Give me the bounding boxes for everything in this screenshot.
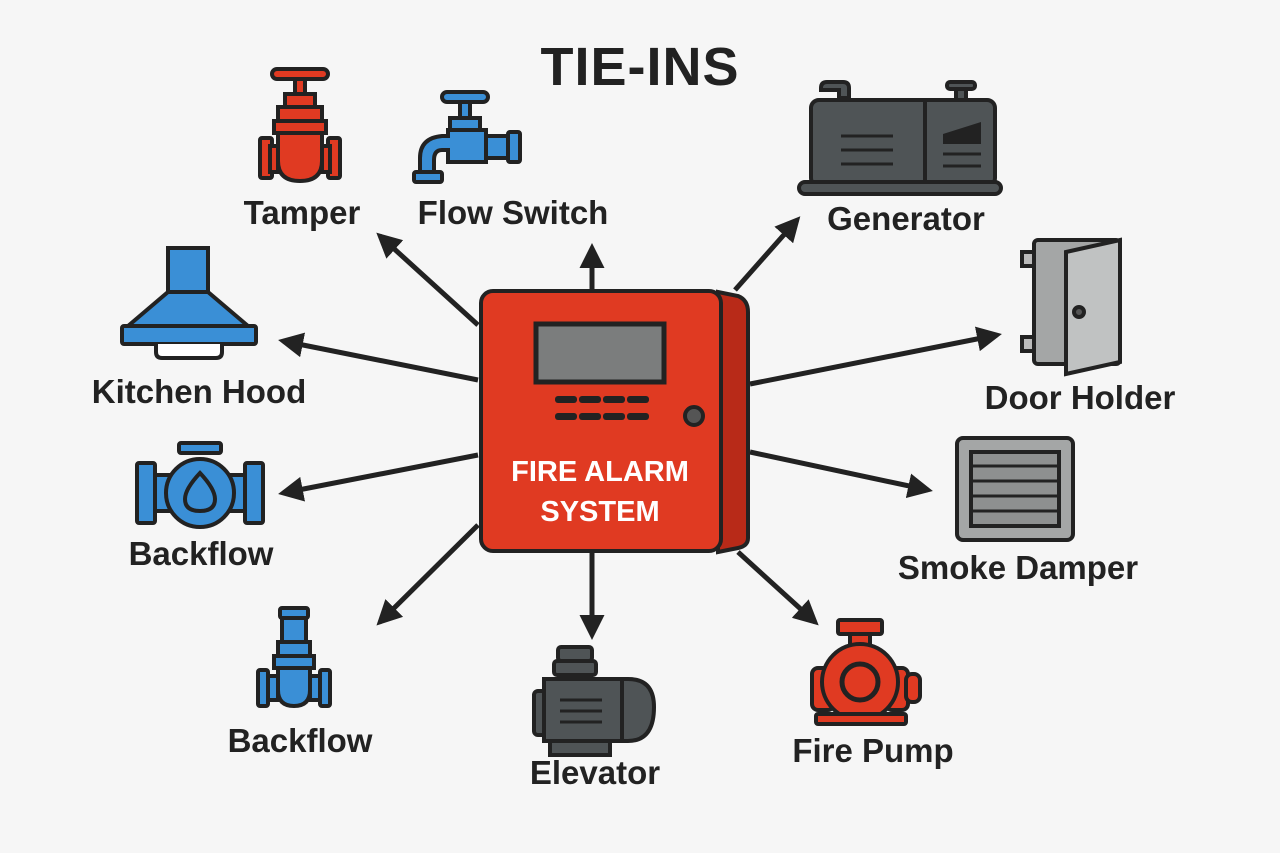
arrow-door-holder	[749, 326, 1002, 387]
panel-label-line1: FIRE ALARM	[511, 456, 689, 488]
label-generator: Generator	[827, 200, 985, 237]
label-backflow-1: Backflow	[128, 535, 274, 572]
label-kitchen-hood: Kitchen Hood	[91, 373, 307, 410]
arrow-backflow-1	[278, 452, 479, 502]
arrow-kitchen-hood	[278, 332, 479, 383]
door-icon	[1020, 237, 1122, 377]
arrow-backflow-2	[376, 523, 480, 626]
label-tamper: Tamper	[243, 194, 361, 231]
arrow-smoke-damper	[749, 449, 933, 499]
lcd-screen-icon	[533, 321, 667, 385]
range-hood-icon	[120, 246, 258, 360]
arrow-generator	[733, 216, 801, 292]
label-fire-pump: Fire Pump	[792, 732, 954, 769]
lock-icon	[683, 405, 705, 427]
damper-icon	[955, 436, 1075, 542]
label-backflow-2: Backflow	[227, 722, 373, 759]
keypad-icon	[555, 396, 649, 420]
pump-icon	[810, 618, 922, 726]
gate-valve-icon	[256, 606, 332, 709]
connector-arrows	[278, 216, 1002, 640]
panel-label-line2: SYSTEM	[540, 496, 660, 528]
label-smoke-damper: Smoke Damper	[897, 549, 1139, 586]
label-elevator: Elevator	[529, 754, 661, 791]
label-flow-switch: Flow Switch	[417, 194, 609, 231]
generator-icon	[797, 80, 1003, 196]
faucet-icon	[412, 90, 522, 184]
backflow-valve-icon	[135, 441, 265, 529]
arrow-fire-pump	[736, 550, 819, 626]
gate-valve-icon	[258, 67, 342, 184]
arrow-tamper	[376, 232, 480, 327]
diagram-title: TIE-INS	[540, 37, 740, 97]
label-door-holder: Door Holder	[984, 379, 1176, 416]
motor-icon	[532, 645, 657, 757]
panel-label: FIRE ALARM SYSTEM	[480, 452, 720, 532]
fire-alarm-panel	[479, 289, 750, 555]
